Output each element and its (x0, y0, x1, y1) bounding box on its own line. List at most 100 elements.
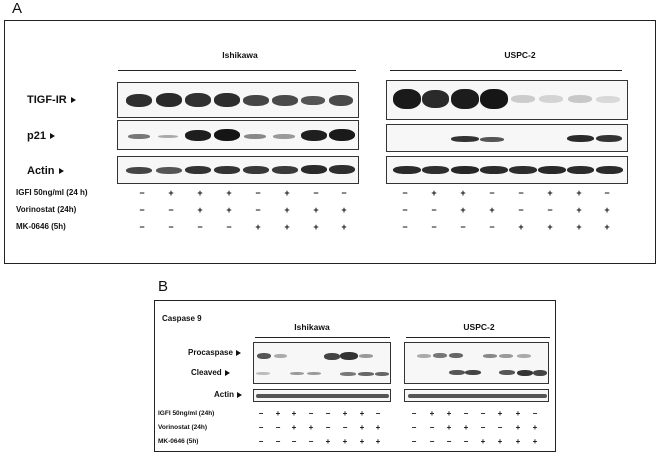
treatment-symbol: − (411, 423, 417, 432)
treatment-symbol: + (518, 222, 524, 232)
treatment-symbol: + (497, 437, 503, 446)
treatment-symbol: − (139, 205, 145, 215)
treatment-symbol: − (226, 222, 232, 232)
treatment-symbol: − (489, 188, 495, 198)
treatment-symbol: − (489, 222, 495, 232)
treatment-symbol: + (313, 222, 319, 232)
treatment-symbol: + (446, 423, 452, 432)
panel-b-letter: B (158, 278, 169, 295)
treatment-symbol: + (341, 205, 347, 215)
treatment-symbol: − (518, 188, 524, 198)
panel-b-frame (154, 300, 556, 452)
treatment-symbol: + (429, 409, 435, 418)
treatment-symbol: + (226, 205, 232, 215)
treatment-symbol: + (515, 409, 521, 418)
treatment-symbol: − (313, 188, 319, 198)
condition-label-igf: IGFI 50ng/ml (24 h) (16, 188, 88, 197)
treatment-symbol: + (275, 409, 281, 418)
treatment-symbol: + (576, 188, 582, 198)
treatment-symbol: − (308, 409, 314, 418)
condition-label-vorinostat: Vorinostat (24h) (16, 205, 77, 214)
treatment-symbol: + (284, 205, 290, 215)
blot-a-ishikawa-actin (117, 156, 359, 184)
treatment-symbol: − (411, 437, 417, 446)
treatment-symbol: − (497, 423, 503, 432)
treatment-symbol: + (291, 409, 297, 418)
blot-label-actin-text: Actin (27, 165, 55, 177)
treatment-symbol: − (325, 423, 331, 432)
arrow-icon (237, 391, 243, 398)
treatment-symbol: − (429, 437, 435, 446)
treatment-symbol: − (168, 222, 174, 232)
arrow-icon (224, 369, 230, 376)
treatment-symbol: + (515, 423, 521, 432)
treatment-symbol: − (139, 188, 145, 198)
blot-label-procaspase-text: Procaspase (188, 348, 233, 357)
treatment-symbol: + (375, 437, 381, 446)
treatment-symbol: + (359, 423, 365, 432)
treatment-symbol: + (255, 222, 261, 232)
treatment-symbol: + (460, 205, 466, 215)
treatment-symbol: + (576, 222, 582, 232)
condition-label-igf-b: IGFI 50ng/ml (24h) (158, 410, 215, 417)
treatment-symbol: + (313, 205, 319, 215)
treatment-symbol: − (258, 423, 264, 432)
treatment-symbol: − (604, 188, 610, 198)
panel-a-ishikawa-title: Ishikawa (222, 50, 258, 60)
arrow-icon (70, 97, 76, 104)
panel-a-uspc2-title: USPC-2 (504, 50, 536, 60)
treatment-symbol: − (402, 205, 408, 215)
treatment-symbol: + (197, 188, 203, 198)
treatment-symbol: + (375, 423, 381, 432)
treatment-symbol: − (460, 222, 466, 232)
treatment-symbol: + (168, 188, 174, 198)
treatment-symbol: + (489, 205, 495, 215)
treatment-symbol: − (402, 222, 408, 232)
condition-label-mk0646: MK-0646 (5h) (16, 222, 66, 231)
panel-a-frame (4, 20, 656, 264)
blot-label-actin-b: Actin (214, 390, 243, 399)
treatment-symbol: − (431, 222, 437, 232)
treatment-symbol: − (411, 409, 417, 418)
treatment-symbol: − (258, 437, 264, 446)
treatment-symbol: + (604, 205, 610, 215)
treatment-symbol: − (429, 423, 435, 432)
treatment-symbol: − (532, 409, 538, 418)
blot-a-uspc2-p21 (386, 124, 628, 152)
treatment-symbol: − (342, 423, 348, 432)
blot-b-ishikawa-caspase (253, 342, 391, 384)
treatment-symbol: − (463, 409, 469, 418)
treatment-symbol: − (275, 423, 281, 432)
treatment-symbol: − (480, 409, 486, 418)
treatment-symbol: + (532, 423, 538, 432)
treatment-symbol: + (226, 188, 232, 198)
blot-b-uspc2-actin (404, 389, 549, 402)
condition-label-vorinostat-b: Vorinostat (24h) (158, 424, 207, 431)
treatment-symbol: + (532, 437, 538, 446)
treatment-symbol: + (308, 423, 314, 432)
treatment-symbol: − (275, 437, 281, 446)
treatment-symbol: + (480, 437, 486, 446)
blot-label-actin: Actin (27, 165, 64, 177)
panel-a-letter: A (12, 0, 23, 17)
treatment-symbol: + (463, 423, 469, 432)
treatment-symbol: − (168, 205, 174, 215)
treatment-symbol: + (284, 222, 290, 232)
treatment-symbol: + (431, 188, 437, 198)
blot-label-procaspase: Procaspase (188, 348, 242, 357)
treatment-symbol: − (402, 188, 408, 198)
treatment-symbol: − (431, 205, 437, 215)
treatment-symbol: − (480, 423, 486, 432)
treatment-symbol: + (604, 222, 610, 232)
arrow-icon (236, 349, 242, 356)
blot-label-cleaved: Cleaved (191, 368, 230, 377)
treatment-symbol: − (547, 205, 553, 215)
treatment-symbol: + (446, 409, 452, 418)
blot-label-p21: p21 (27, 130, 56, 142)
treatment-symbol: + (284, 188, 290, 198)
panel-a-uspc2-rule (390, 70, 622, 71)
condition-label-mk0646-b: MK-0646 (5h) (158, 438, 199, 445)
treatment-symbol: − (197, 222, 203, 232)
treatment-symbol: − (255, 205, 261, 215)
blot-label-tigf-ir-text: TIGF-IR (27, 94, 67, 106)
